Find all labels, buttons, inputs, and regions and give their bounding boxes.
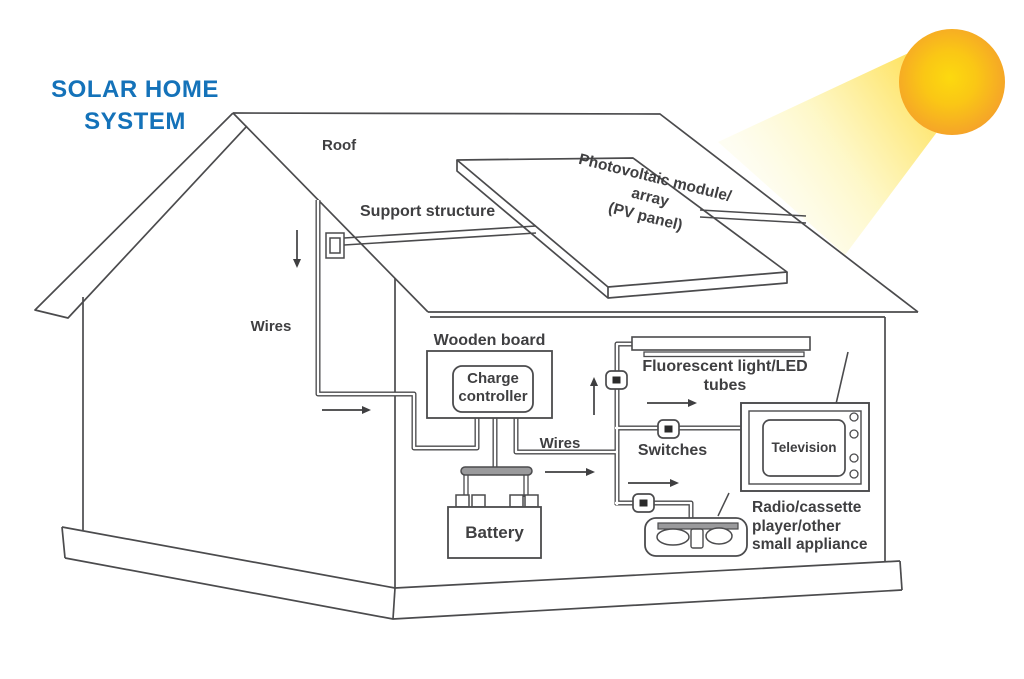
label-switches: Switches <box>637 442 708 459</box>
switches-group <box>605 370 680 513</box>
battery-bus-bar <box>460 466 533 476</box>
tv-screen <box>762 419 846 477</box>
label-roof: Roof <box>322 137 357 154</box>
page-title: SOLAR HOME SYSTEM <box>51 76 219 135</box>
radio-player <box>644 492 748 557</box>
radio-antenna-icon <box>717 492 730 517</box>
label-support-structure: Support structure <box>360 203 496 220</box>
label-battery: Battery <box>465 523 524 542</box>
charge-controller-box <box>452 365 534 413</box>
label-television: Television <box>771 440 837 455</box>
switch-icon <box>605 370 628 390</box>
wooden-board <box>426 350 553 419</box>
label-fluorescent: Fluorescent light/LED tubes <box>642 358 808 394</box>
label-charge-controller: Charge controller <box>458 370 528 405</box>
pv-panel <box>456 157 788 299</box>
fluorescent-light <box>631 336 811 358</box>
support-bracket <box>325 232 345 259</box>
battery-body <box>447 506 542 559</box>
label-radio: Radio/cassette player/other small applia… <box>752 499 868 554</box>
sun-icon <box>899 29 1005 135</box>
label-wires-left: Wires <box>250 318 292 335</box>
television-set <box>740 351 870 492</box>
tv-antenna-icon <box>835 351 849 405</box>
label-wires-mid: Wires <box>539 435 581 452</box>
house-outline <box>34 112 919 620</box>
switch-icon <box>632 493 655 513</box>
switch-icon <box>657 419 680 439</box>
light-beam-icon <box>718 50 940 255</box>
label-wooden-board: Wooden board <box>433 332 546 349</box>
support-rail <box>343 209 807 246</box>
battery-unit <box>447 466 542 559</box>
flow-arrows <box>293 230 697 487</box>
